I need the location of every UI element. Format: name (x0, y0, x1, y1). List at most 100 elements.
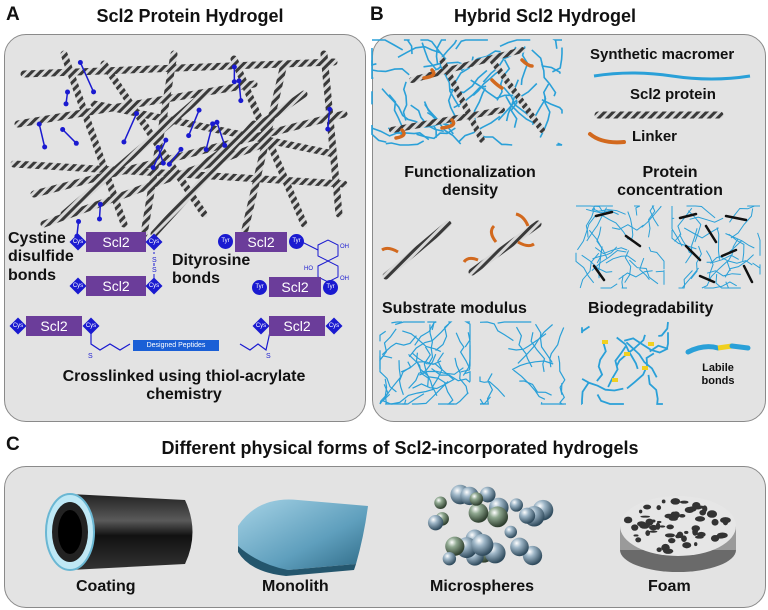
labile-bond-icon (685, 343, 751, 355)
foam-pore (678, 513, 686, 518)
macromer-strand (701, 260, 728, 289)
macromer-strand (621, 275, 627, 289)
scl2-box-5: Scl2 (26, 316, 82, 336)
cys-label-5: Cys (12, 323, 24, 329)
macromer-strand (605, 255, 636, 264)
cys-label-6: Cys (85, 323, 97, 329)
crosslink-node (236, 78, 242, 84)
macromer-strand (671, 206, 675, 219)
foam-pore (681, 535, 687, 543)
macromer-strand (581, 254, 613, 273)
foam-pore (637, 521, 646, 527)
crosslink (123, 113, 138, 143)
scl2-fiber (240, 60, 288, 238)
crosslink-node (155, 145, 161, 151)
fiber-network (10, 50, 348, 239)
scl2-box-2: Scl2 (86, 276, 146, 296)
foam-pore (649, 525, 656, 529)
foam-pore (692, 527, 698, 536)
scl2-fiber (439, 57, 485, 143)
scl2-fiber (30, 110, 348, 198)
macromer-strand (658, 321, 669, 337)
thiol-acrylate-linkage: S S (88, 331, 271, 360)
macromer-strand (719, 255, 753, 266)
foam-pore (645, 530, 651, 536)
foam-pore (638, 509, 643, 514)
macromer-strand (395, 321, 425, 326)
linker (520, 58, 534, 68)
svg-text:OH: OH (340, 244, 349, 250)
macromer-strand (427, 321, 437, 331)
crosslink-node (196, 107, 202, 113)
crosslink (187, 109, 200, 136)
macromer-strand (428, 324, 434, 364)
crosslink-node (73, 140, 79, 146)
crosslink-node (325, 126, 331, 132)
macromer-strand (379, 355, 397, 393)
macromer-strand (531, 49, 561, 74)
foam-image (620, 496, 736, 572)
macromer-strand (629, 259, 659, 285)
scl2-fiber (60, 90, 208, 218)
macromer-strand (371, 67, 410, 76)
crosslink-node (91, 89, 97, 95)
macromer-strand (647, 374, 663, 405)
cys-label-1: Cys (72, 239, 84, 245)
macromer-strand (398, 361, 412, 395)
foam-pore (697, 531, 706, 538)
macromer-strand (575, 252, 595, 284)
macromer-strand (515, 326, 533, 368)
macromer-strand (549, 327, 565, 368)
macromer-strand (552, 39, 562, 49)
macromer-strand (626, 352, 655, 390)
macromer-strand (556, 142, 563, 146)
macromer-strand (596, 394, 624, 405)
crosslink-node (166, 161, 172, 167)
linker (394, 128, 406, 140)
legend-linker-label: Linker (632, 128, 678, 145)
biodegradability-label: Biodegradability (588, 300, 714, 317)
linker (490, 78, 504, 90)
panel-c-letter: C (6, 434, 20, 455)
macromer-strand (411, 380, 449, 405)
foam-pore (706, 510, 718, 518)
macromer-strand (402, 330, 442, 353)
svg-text:S: S (152, 257, 157, 264)
tyr-circle-1: Tyr (218, 234, 233, 249)
crosslink-node (160, 160, 166, 166)
macromer-strand (581, 382, 590, 405)
form-label-coating: Coating (76, 578, 136, 595)
macromer-strand (624, 250, 632, 283)
macromer-strand (479, 398, 485, 405)
crosslink-node (42, 144, 48, 150)
panel-c-title: Different physical forms of Scl2-incorpo… (161, 438, 639, 458)
crosslink (327, 109, 331, 130)
crosslink-node (97, 201, 103, 207)
panel-b (372, 34, 766, 422)
macromer-strand (705, 250, 714, 281)
coating-tube-image (45, 493, 193, 571)
scl2-box-4: Scl2 (269, 277, 321, 297)
macromer-strand (402, 81, 408, 121)
macromer-strand (683, 227, 719, 239)
macromer-strand (371, 125, 387, 143)
microsphere (509, 498, 524, 512)
macromer-strand (408, 323, 450, 358)
crosslink-node (163, 137, 169, 143)
labile-bonds-label: Labile bonds (701, 362, 735, 388)
crosslink (79, 62, 95, 93)
biodegradability-network (581, 321, 669, 405)
macromer-strand (382, 360, 402, 401)
macromer-strand (372, 39, 404, 51)
macromer-strand (499, 39, 531, 48)
macromer-strand (455, 39, 488, 50)
foam-pore (668, 516, 678, 521)
tyr-circle-4: Tyr (323, 280, 338, 295)
panel-b-letter: B (370, 4, 384, 25)
macromer-strand (379, 350, 393, 362)
macromer-strand (381, 88, 409, 120)
microsphere (445, 536, 465, 556)
crosslink-node (327, 106, 333, 112)
panel-a-letter: A (6, 4, 20, 25)
cys-label-7: Cys (255, 323, 267, 329)
